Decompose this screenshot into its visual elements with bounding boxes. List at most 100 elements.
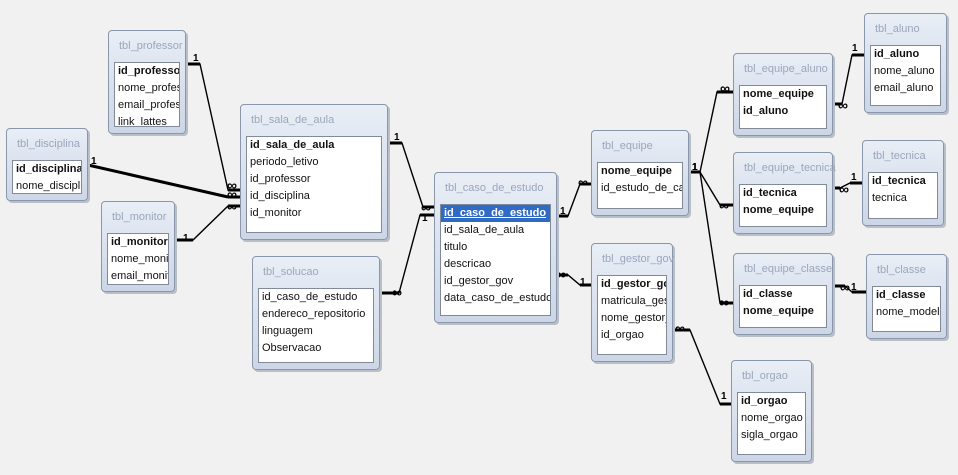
field[interactable]: id_monitor — [250, 207, 302, 219]
primary-key-field[interactable]: nome_equipe — [743, 204, 814, 216]
table-equipe_tecnica[interactable]: tbl_equipe_tecnica id_tecnica nome_equipe — [733, 152, 836, 234]
field[interactable]: nome_modelo — [876, 306, 940, 318]
field-list[interactable]: id_classe nome_equipe — [739, 285, 827, 328]
table-monitor[interactable]: tbl_monitor id_monitor nome_monitor email_m… — [101, 201, 175, 292]
field[interactable]: nome_disciplina — [16, 180, 81, 192]
field[interactable]: Observacao — [262, 342, 322, 354]
field[interactable]: titulo — [444, 241, 468, 253]
primary-key-field[interactable]: id_classe — [876, 289, 926, 301]
relationship-line-disciplina-sala_de_aula[interactable] — [87, 164, 240, 198]
table-title[interactable]: tbl_equipe_aluno — [744, 63, 828, 75]
table-title[interactable]: tbl_sala_de_aula — [251, 114, 335, 126]
primary-key-field[interactable]: nome_equipe — [601, 165, 672, 177]
table-equipe_classe[interactable]: tbl_equipe_classe id_classe nome_equipe — [733, 253, 833, 335]
field[interactable]: link_lattes — [118, 116, 167, 127]
table-classe[interactable]: tbl_classe id_classe nome_modelo — [866, 254, 947, 339]
table-title[interactable]: tbl_caso_de_estudo — [445, 182, 544, 194]
primary-key-field[interactable]: id_orgao — [741, 395, 788, 407]
table-title[interactable]: tbl_tecnica — [873, 150, 926, 162]
field[interactable]: nome_monitor — [111, 253, 168, 265]
field[interactable]: id_caso_de_estudo — [262, 291, 358, 303]
field[interactable]: nome_orgao — [741, 412, 803, 424]
primary-key-field[interactable]: id_classe — [743, 288, 793, 300]
field-list[interactable]: id_monitor nome_monitor email_monitor — [107, 233, 169, 285]
field-list[interactable]: id_professor nome_professor email_professo… — [114, 62, 180, 127]
field[interactable]: tecnica — [872, 192, 907, 204]
table-title[interactable]: tbl_monitor — [112, 211, 167, 223]
table-disciplina[interactable]: tbl_disciplina id_disciplina nome_discipli… — [6, 128, 88, 201]
primary-key-field[interactable]: id_professor — [118, 65, 179, 77]
field[interactable]: data_caso_de_estudo — [444, 292, 550, 304]
table-title[interactable]: tbl_gestor_gov — [602, 253, 675, 265]
table-equipe_aluno[interactable]: tbl_equipe_aluno nome_equipe id_aluno — [733, 53, 833, 136]
table-sala_de_aula[interactable]: tbl_sala_de_aula id_sala_de_aula periodo_l… — [240, 104, 388, 240]
field-list[interactable]: id_disciplina nome_disciplina — [12, 160, 82, 194]
relationship-line-caso_de_estudo-solucao[interactable] — [380, 214, 434, 294]
field[interactable]: id_professor — [250, 173, 311, 185]
field[interactable]: email_professor — [118, 99, 179, 111]
field-list[interactable]: id_aluno nome_aluno email_aluno — [870, 45, 941, 106]
field[interactable]: nome_professor — [118, 82, 179, 94]
table-title[interactable]: tbl_classe — [877, 264, 926, 276]
relationship-line-professor-sala_de_aula[interactable] — [186, 63, 240, 191]
field-list[interactable]: nome_equipe id_estudo_de_caso — [597, 162, 683, 209]
primary-key-field[interactable]: id_gestor_gov — [601, 278, 666, 290]
field-list[interactable]: id_gestor_gov matricula_gestor nome_gestor… — [597, 275, 667, 355]
primary-key-field[interactable]: id_tecnica — [872, 175, 926, 187]
field[interactable]: email_aluno — [874, 82, 934, 94]
table-orgao[interactable]: tbl_orgao id_orgao nome_orgao sigla_orgao — [731, 360, 812, 462]
field-list[interactable]: id_tecnica nome_equipe — [739, 184, 827, 227]
table-title[interactable]: tbl_aluno — [875, 23, 920, 35]
field[interactable]: id_estudo_de_caso — [601, 182, 682, 194]
relationship-line-sala_de_aula-caso_de_estudo[interactable] — [388, 142, 434, 208]
field[interactable]: endereco_repositorio — [262, 308, 366, 320]
table-gestor_gov[interactable]: tbl_gestor_gov id_gestor_gov matricula_ges… — [591, 243, 675, 362]
field-list[interactable]: id_sala_de_aula periodo_letivo id_professo… — [246, 136, 382, 233]
field[interactable]: nome_gestor_gov — [601, 312, 666, 324]
table-solucao[interactable]: tbl_solucao id_caso_de_estudo endereco_rep… — [252, 256, 380, 370]
primary-key-field[interactable]: id_caso_de_estudo — [441, 205, 550, 222]
table-caso_de_estudo[interactable]: tbl_caso_de_estudo id_caso_de_estudo id_sa… — [434, 172, 557, 323]
field[interactable]: sigla_orgao — [741, 429, 798, 441]
field-list[interactable]: id_classe nome_modelo — [872, 286, 941, 332]
table-title[interactable]: tbl_orgao — [742, 370, 788, 382]
table-professor[interactable]: tbl_professor id_professor nome_professore… — [108, 30, 186, 134]
relationship-line-equipe-equipe_classe[interactable] — [689, 171, 733, 304]
field[interactable]: id_gestor_gov — [444, 275, 514, 287]
primary-key-field[interactable]: id_tecnica — [743, 187, 797, 199]
table-equipe[interactable]: tbl_equipe nome_equipe id_estudo_de_caso — [591, 130, 689, 216]
primary-key-field[interactable]: id_disciplina — [16, 163, 81, 175]
field[interactable]: id_sala_de_aula — [444, 224, 525, 236]
field[interactable]: id_disciplina — [250, 190, 310, 202]
table-title[interactable]: tbl_solucao — [263, 266, 319, 278]
primary-key-field[interactable]: nome_equipe — [743, 88, 814, 100]
primary-key-field[interactable]: id_sala_de_aula — [250, 139, 335, 151]
field[interactable]: matricula_gestor — [601, 295, 666, 307]
field[interactable]: nome_aluno — [874, 65, 935, 77]
table-title[interactable]: tbl_disciplina — [17, 138, 80, 150]
primary-key-field[interactable]: nome_equipe — [743, 305, 814, 317]
primary-key-field[interactable]: id_aluno — [874, 48, 920, 60]
field[interactable]: linguagem — [262, 325, 313, 337]
field-list[interactable]: id_orgao nome_orgao sigla_orgao — [737, 392, 806, 455]
field[interactable]: periodo_letivo — [250, 156, 319, 168]
table-title[interactable]: tbl_equipe — [602, 140, 653, 152]
primary-key-field[interactable]: id_monitor — [111, 236, 168, 248]
relationship-line-equipe-equipe_aluno[interactable] — [689, 91, 733, 173]
field[interactable]: email_monitor — [111, 270, 168, 282]
field[interactable]: descricao — [444, 258, 492, 270]
primary-key-field[interactable]: id_aluno — [743, 105, 789, 117]
cardinality-one-label: 1 — [721, 391, 727, 402]
field-list[interactable]: nome_equipe id_aluno — [739, 85, 827, 129]
table-title[interactable]: tbl_professor — [119, 40, 183, 52]
table-title[interactable]: tbl_equipe_tecnica — [744, 162, 836, 174]
relationship-line-classe-equipe_classe[interactable] — [833, 285, 866, 293]
relationship-line-tecnica-equipe_tecnica[interactable] — [833, 182, 862, 189]
table-aluno[interactable]: tbl_aluno id_aluno nome_aluno email_aluno — [864, 13, 947, 113]
field[interactable]: id_orgao — [601, 329, 644, 341]
table-title[interactable]: tbl_equipe_classe — [744, 263, 833, 275]
